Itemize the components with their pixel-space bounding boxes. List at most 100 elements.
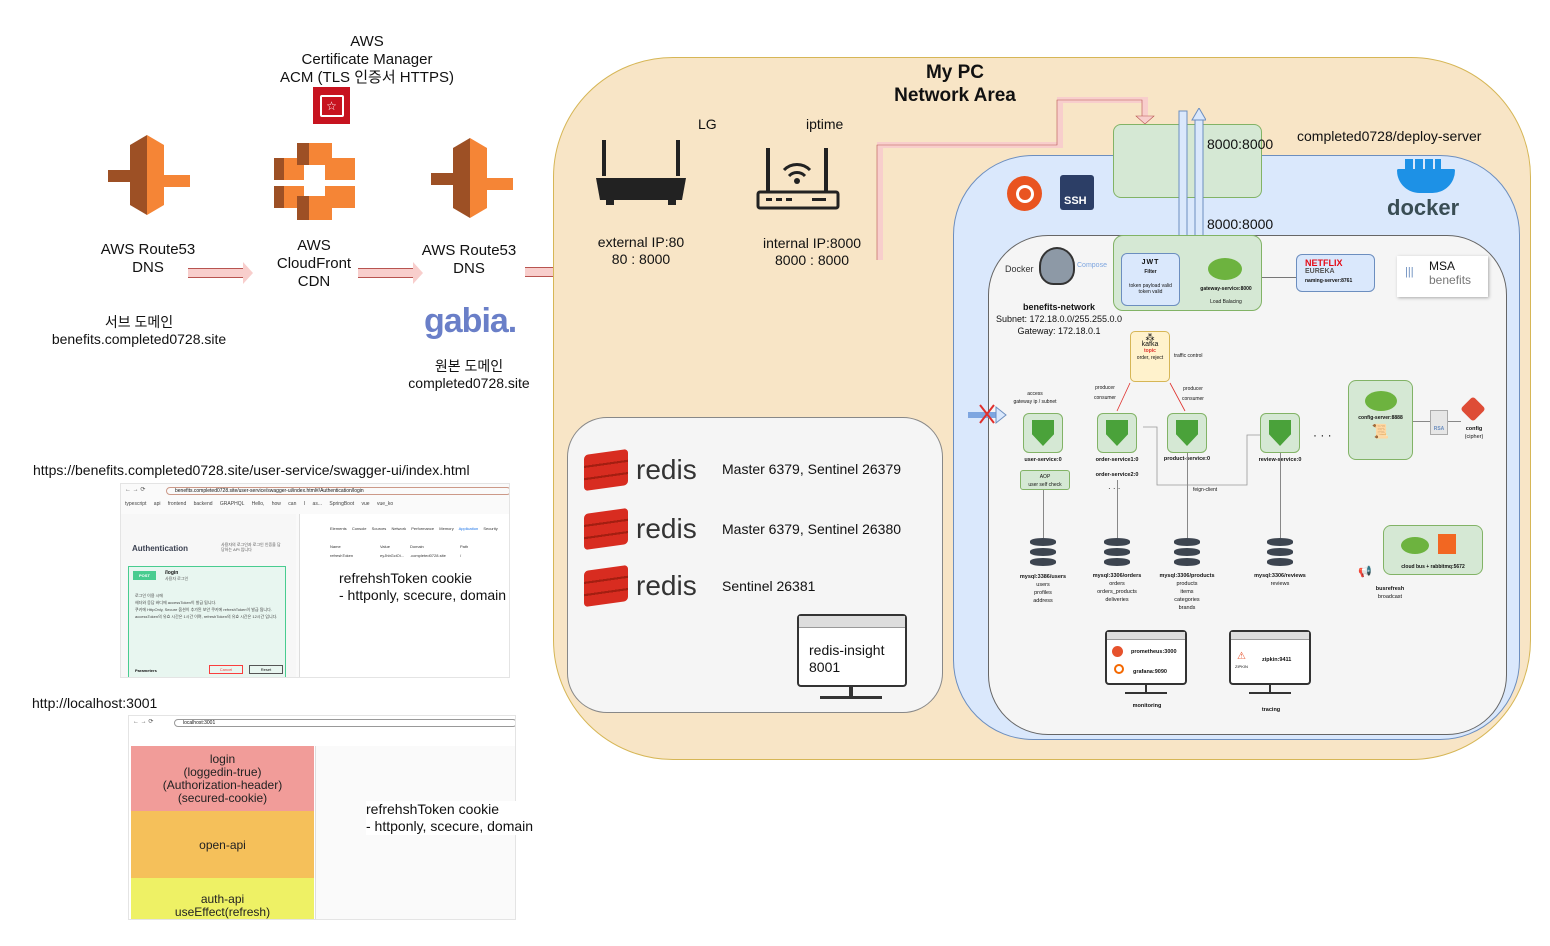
- user-service-node: [1023, 413, 1063, 453]
- db-table: reviews: [1270, 581, 1290, 587]
- bookmark[interactable]: Hello, how can I as...: [251, 501, 322, 507]
- title-line: Network Area: [894, 85, 1016, 106]
- db-table: items: [1180, 589, 1194, 595]
- address-bar[interactable]: localhost:3001: [174, 719, 515, 727]
- cookie-cell[interactable]: .completed0728.site: [410, 553, 446, 558]
- devtools-tab[interactable]: Network: [391, 526, 407, 531]
- eureka-connector: [1262, 277, 1296, 278]
- redis-row-1: Master 6379, Sentinel 26379: [722, 461, 902, 477]
- bookmark[interactable]: api: [153, 501, 161, 507]
- db-name: mysql:3306/orders: [1092, 573, 1142, 579]
- browser-nav-icons[interactable]: ← → ⟳: [133, 719, 154, 725]
- spring-cloud-icon: [1208, 258, 1242, 280]
- ubuntu-icon: [1007, 176, 1042, 211]
- label-line: AWS Route53: [100, 241, 196, 258]
- jwt-line: token payload valid: [1129, 283, 1172, 289]
- db-table: brands: [1178, 605, 1196, 611]
- mysql-database-icon: [1267, 538, 1293, 566]
- address-bar[interactable]: benefits.completed0728.site/user-service…: [166, 487, 509, 495]
- endpoint-path[interactable]: /login: [165, 570, 179, 576]
- bookmark[interactable]: vue_ko: [376, 501, 394, 507]
- bookmarks-bar: typescript api frontend backend GRAPHQL …: [125, 501, 393, 507]
- config-label: config: [1465, 426, 1483, 432]
- monitor-stand: [849, 687, 853, 697]
- bookmark[interactable]: backend: [193, 501, 213, 507]
- kafka-topic: topic: [1144, 348, 1156, 354]
- auth-api-block[interactable]: auth-api useEffect(refresh): [131, 878, 314, 919]
- post-method-badge: POST: [133, 571, 156, 580]
- monitor-stand: [1145, 685, 1147, 693]
- devtools-tab[interactable]: Application: [458, 526, 479, 531]
- reset-button[interactable]: Reset: [249, 665, 283, 674]
- devtools-tab[interactable]: Console: [351, 526, 367, 531]
- db-connector: [1187, 453, 1188, 538]
- flow-arrow: [188, 262, 253, 284]
- certificate-icon: 📜: [1371, 423, 1390, 439]
- aop-desc: user self check: [1028, 482, 1062, 488]
- zipkin-icon: ⚠: [1237, 651, 1246, 662]
- origin-domain-label: 원본 도메인 completed0728.site: [394, 358, 544, 392]
- bookmark[interactable]: SpringBoot: [329, 501, 355, 507]
- mysql-database-icon: [1030, 538, 1056, 566]
- monitor-base: [1249, 692, 1291, 694]
- cookie-cell[interactable]: eyJhbGciOi...: [380, 553, 405, 558]
- cloud-bus-name: cloud bus + rabbitmq:5672: [1401, 564, 1465, 570]
- cancel-button[interactable]: Cancel: [209, 665, 243, 674]
- devtools-tab[interactable]: Elements: [330, 526, 347, 531]
- redis-wordmark: redis: [636, 454, 697, 485]
- login-block[interactable]: login (loggedin-true) (Authorization-hea…: [131, 746, 314, 811]
- bookmark[interactable]: GRAPHQL: [219, 501, 245, 507]
- note-line: consumer: [1182, 396, 1204, 402]
- aop-title: AOP: [1039, 474, 1051, 480]
- cookie-cell[interactable]: refreshToken: [330, 553, 354, 558]
- bookmark[interactable]: frontend: [167, 501, 187, 507]
- aop-box: AOP user self check: [1020, 470, 1070, 490]
- note-line: access: [1027, 391, 1043, 397]
- feign-client-label: feign-client: [1193, 487, 1218, 493]
- db-table: deliveries: [1105, 597, 1129, 603]
- label-line: 8001: [809, 659, 841, 675]
- rsa-label: RSA: [1433, 426, 1445, 432]
- cookie-cell[interactable]: /: [460, 553, 462, 558]
- redis-row-2: Master 6379, Sentinel 26380: [722, 521, 902, 537]
- redis-wordmark: redis: [636, 570, 697, 601]
- note-line: refrehshToken cookie: [339, 570, 473, 586]
- product-service-node: [1167, 413, 1207, 453]
- block-line: (Authorization-header): [162, 777, 283, 792]
- swagger-cookie-note: refrehshToken cookie - httponly, scecure…: [339, 570, 509, 604]
- docker-compose-icon: Docker Compose: [1005, 237, 1110, 299]
- redis-logo: redis: [584, 448, 697, 492]
- block-line: auth-api: [200, 892, 245, 906]
- prometheus-label: prometheus:3000: [1131, 649, 1177, 655]
- flow-arrow: [358, 262, 423, 284]
- bookmark[interactable]: vue: [361, 501, 370, 507]
- service-name: order-service2:0: [1095, 472, 1139, 478]
- db-name: mysql:3306/products: [1159, 573, 1215, 579]
- cookie-header: Domain: [410, 544, 424, 549]
- config-server-box: config-server:8888 📜: [1348, 380, 1413, 460]
- label-line: AWS: [297, 237, 331, 254]
- certificate-manager-icon: ☆: [313, 87, 350, 124]
- note-line: consumer: [1094, 395, 1116, 401]
- rabbitmq-icon: [1438, 534, 1456, 554]
- label-line: DNS: [453, 260, 485, 277]
- note-line: - httponly, scecure, domain: [339, 587, 507, 603]
- devtools-tab[interactable]: Security: [483, 526, 498, 531]
- db-table: orders: [1109, 581, 1125, 587]
- compose-text: Compose: [1077, 262, 1107, 269]
- body-line: 로그인 이용 시에: [135, 593, 163, 598]
- port-forward-arrow: [876, 97, 1155, 260]
- body-line: 헤더와 응답 바디에 accessToken이 발급 됩니다.: [135, 600, 217, 605]
- devtools-tab[interactable]: Memory: [439, 526, 454, 531]
- devtools-tab[interactable]: Performance: [411, 526, 435, 531]
- browser-nav-icons[interactable]: ← → ⟳: [125, 487, 146, 493]
- open-api-block[interactable]: open-api: [131, 811, 314, 878]
- devtools-tab[interactable]: Sources: [371, 526, 387, 531]
- bookmark[interactable]: typescript: [125, 501, 147, 507]
- service-name: order-service1:0: [1095, 457, 1139, 463]
- block-line: (loggedin-true): [183, 764, 262, 779]
- localhost-cookie-note: refrehshToken cookie - httponly, scecure…: [366, 801, 536, 835]
